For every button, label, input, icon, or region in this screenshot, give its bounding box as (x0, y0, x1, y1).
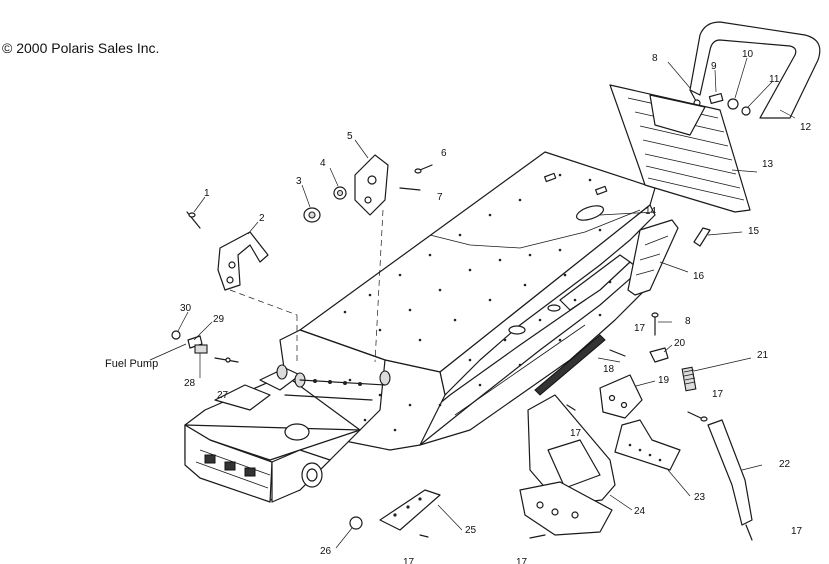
part-12-grab-bar (689, 21, 821, 119)
part-25-plate (379, 489, 441, 531)
part-11-nut (741, 106, 751, 116)
callout-27: 27 (217, 390, 229, 401)
callout-14: 14 (645, 206, 657, 217)
part-10-washer (727, 98, 739, 110)
part-17-screw-c (687, 411, 708, 422)
callout-17-d: 17 (791, 526, 803, 537)
assembly-line-5 (374, 209, 384, 363)
part-13-snowflap (609, 84, 751, 213)
callout-7: 7 (437, 192, 443, 203)
part-4-washer (333, 186, 347, 200)
callout-3: 3 (296, 176, 302, 187)
part-17-screw-e (419, 534, 429, 538)
callout-11: 11 (769, 74, 780, 85)
part-7-rivet (399, 187, 421, 191)
callout-16: 16 (693, 271, 705, 282)
part-23-bracket (614, 419, 681, 471)
callout-6: 6 (441, 148, 447, 159)
part-15-clip (693, 227, 711, 247)
callout-18: 18 (603, 364, 615, 375)
callout-5: 5 (347, 131, 353, 142)
part-17-screw-f (529, 534, 546, 539)
part-28-pump (194, 344, 208, 354)
assembly-line-2 (229, 289, 298, 316)
callout-22: 22 (779, 459, 791, 470)
part-21-spring (681, 366, 697, 392)
deck-holes (343, 173, 612, 432)
part-20-block (649, 347, 669, 363)
front-bulkhead (184, 364, 391, 503)
callout-17-e: 17 (403, 557, 415, 564)
callout-28: 28 (184, 378, 196, 389)
part-24-side-panel (519, 394, 616, 536)
part-30-nut (171, 330, 181, 340)
leader-lines (149, 57, 796, 549)
callout-19: 19 (658, 375, 670, 386)
callout-13: 13 (762, 159, 774, 170)
part-18-rail (534, 334, 606, 396)
callout-30: 30 (180, 303, 192, 314)
callout-17-f: 17 (516, 557, 528, 564)
part-17-screw-a (609, 349, 626, 357)
callout-17-c: 17 (712, 389, 724, 400)
callout-8-upper: 8 (652, 53, 658, 64)
part-5-bracket (354, 154, 389, 216)
callout-4: 4 (320, 158, 326, 169)
part-22-strap (707, 419, 753, 526)
callout-1: 1 (204, 188, 210, 199)
part-9-spacer (708, 92, 724, 105)
copyright-notice: © 2000 Polaris Sales Inc. (2, 40, 160, 56)
callout-17-a: 17 (634, 323, 646, 334)
part-6-screw (414, 164, 433, 174)
callout-8-lower: 8 (685, 316, 691, 327)
callout-15: 15 (748, 226, 760, 237)
part-3-nut (303, 207, 321, 223)
part-16-rear-bumper (627, 219, 679, 296)
callout-21: 21 (757, 350, 769, 361)
callout-2: 2 (259, 213, 265, 224)
callout-10: 10 (742, 49, 754, 60)
part-19-bracket (599, 374, 643, 419)
chassis-tunnel (279, 151, 656, 451)
callout-29: 29 (213, 314, 225, 325)
callout-12: 12 (800, 122, 812, 133)
part-17-screw-b (566, 404, 576, 411)
part-26-cap (349, 516, 363, 530)
callout-23: 23 (694, 492, 706, 503)
part-17-screw-d (745, 524, 753, 541)
callout-20: 20 (674, 338, 686, 349)
part-8-screw-lower (651, 312, 659, 336)
part-27-clip (214, 357, 239, 363)
part-1-screw (186, 211, 201, 229)
callout-9: 9 (711, 61, 717, 72)
callout-26: 26 (320, 546, 332, 557)
callout-25: 25 (465, 525, 477, 536)
callout-labels: 1 2 3 4 5 6 7 8 9 10 11 12 13 14 15 16 1… (105, 49, 812, 564)
callout-17-b: 17 (570, 428, 582, 439)
part-2-bracket (217, 231, 269, 291)
fuel-pump-label: Fuel Pump (105, 358, 158, 370)
callout-24: 24 (634, 506, 646, 517)
